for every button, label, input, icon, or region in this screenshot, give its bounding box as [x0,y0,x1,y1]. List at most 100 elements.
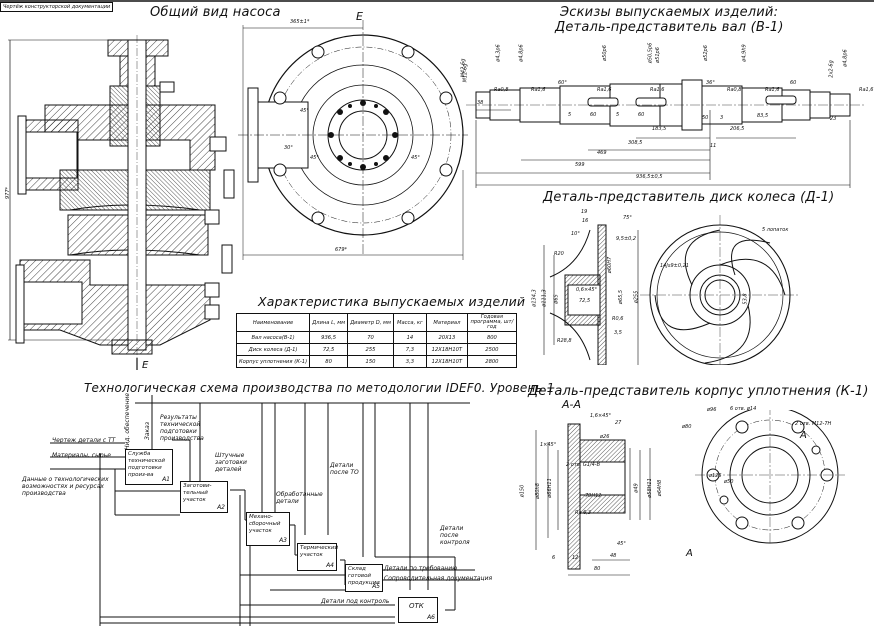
idef0-block-a3[interactable]: Механо-сборочный участок A3 [246,512,290,546]
disk-d134: ø134,3 [531,289,538,307]
idef0-block-a1[interactable]: Служба технической подготовки произ-ва A… [125,449,173,485]
housing-dim-6: 6 [552,555,556,561]
housing-79h12: 79H12 [585,493,602,499]
cell: 72,5 [309,343,349,356]
idef0-block-a2[interactable]: Заготови-тельный участок A2 [180,481,228,513]
cell: 150 [347,355,394,368]
housing-d49: ø49 [633,483,640,493]
control-support: Нид. обеспечение [124,392,131,450]
shaft-angle-36: 36° [706,80,715,86]
control-order: Заказ [144,421,151,440]
flow-docs: Сопроводительная документация [384,575,493,582]
cell: 255 [347,343,394,356]
housing-bolt-d80: ø80 [682,424,692,430]
pump-end-view [238,20,468,260]
shaft-diam-8: ø4,8p6 [842,49,849,67]
block-code: A1 [162,476,170,483]
roughness-1: Ra0,8 [494,87,509,93]
housing-ports: 2 отв. G1/4-B [566,462,601,468]
spec-table: Наименование Длина L, мм Диаметр D, мм М… [235,313,517,368]
shaft-dim-308: 308,5 [628,140,643,146]
cell: 12Х18Н10Т [425,343,468,356]
disk-dim-9-5: 9,5±0,2 [616,236,637,242]
col-length: Длина L, мм [309,313,349,332]
disk-dim-53: 53,8 [742,293,749,305]
col-program: Годовая программа, шт/год [466,313,517,332]
table-row: Корпус уплотнения (К-1) 80 150 3,3 12Х18… [235,355,517,368]
housing-chamfer-2: 1×45° [540,442,557,448]
housing-holes-2: 2 отв. M12-7H [795,421,832,427]
shaft-dim-60a: 60 [590,112,597,118]
shaft-diam-4: ø50,5p6 [647,42,654,64]
block-label: Термический участок [300,545,339,558]
shaft-dim-469: 469 [597,150,607,156]
cell: Вал насоса(В-1) [235,331,311,344]
flow-machined: Обработанные детали [276,491,323,505]
section-mark-top: E [356,10,363,23]
cell: 800 [466,331,517,344]
block-label: ОТК [409,602,424,610]
disk-dim-16: 16 [582,218,589,224]
shaft-dim-60c: 60 [790,80,797,86]
housing-dim-80: 80 [594,566,601,572]
roughness-4: Ra1,6 [650,87,665,93]
block-code: A2 [217,504,225,511]
flow-after-control: Детали после контроля [440,525,470,546]
idef0-title: Технологическая схема производства по ме… [84,381,555,395]
cell: 14 [392,331,427,344]
housing-d64: ø64H8 [657,479,664,497]
shaft-dim-599: 599 [575,162,585,168]
cell: Диск колеса (Д-1) [235,343,311,356]
cell: 3,3 [392,355,427,368]
idef0-block-a4[interactable]: Термический участок A4 [297,543,339,571]
shaft-dim-183: 183,5 [652,126,667,132]
housing-d26: ø26 [600,434,610,440]
housing-d125: ø125 [709,473,722,479]
idef0-block-a5[interactable]: Склад готовой продукции A5 [345,564,383,592]
spec-table-header: Наименование Длина L, мм Диаметр D, мм М… [235,313,517,332]
block-label: Заготови-тельный участок [183,483,212,503]
roughness-7: Ra1,6 [859,87,874,93]
section-mark-bottom: E [142,360,149,371]
shaft-dim-5a: 5 [568,112,572,118]
cell: 12Х18Н10Т [425,355,468,368]
block-code: A5 [372,583,380,590]
housing-bolt-d96: ø96 [707,407,717,413]
shaft-diam-7: ø4,9h9 [741,44,748,62]
roughness-2: Ra1,6 [531,87,546,93]
disk-drawing [543,215,800,365]
pump-section-drawing [8,35,235,370]
disk-d65: ø65 [553,294,560,304]
housing-d58: ø58H11 [646,478,653,498]
table-row: Диск колеса (Д-1) 72,5 255 7,3 12Х18Н10Т… [235,343,517,356]
disk-dim-19: 19 [581,209,588,215]
cell: 936,5 [309,331,349,344]
flow-on-demand: Детали по требованию [384,565,458,572]
block-label: Склад готовой продукции [348,566,380,586]
shaft-thread: M42-6g [460,58,467,78]
block-code: A6 [427,614,435,621]
housing-dim-27: 27 [615,420,622,426]
block-label: Служба технической подготовки произ-ва [128,451,165,478]
housing-d80h8: ø80h8 [534,483,541,499]
idef0-block-a6[interactable]: ОТК A6 [398,597,438,623]
shaft-chamfer: 2x2-6g [828,60,835,78]
shaft-angle-60: 60° [558,80,567,86]
block-code: A4 [326,562,334,569]
disk-r20: R20 [554,251,564,257]
housing-view-mark-bottom: А [686,548,693,559]
housing-chamfer-1: 1,6×45° [590,413,612,419]
block-label: Механо-сборочный участок [249,514,281,534]
disk-title: Деталь-представитель диск колеса (Д-1) [543,190,835,205]
disk-d255: ø255 [633,290,640,304]
shaft-diam-2: ø4,8p6 [518,44,525,62]
housing-dim-12: 12 [572,555,579,561]
shaft-title: Деталь-представитель вал (В-1) [555,20,784,35]
shaft-dim-83: 83,5 [757,113,769,119]
housing-holes-6: 6 отв. ø14 [730,406,757,412]
angle-1: 45° [300,108,309,114]
housing-d66: ø66H11 [546,478,553,498]
disk-chamfer: 0,6×45° [576,287,598,293]
housing-drawing [535,410,845,576]
disk-r28: R28,8 [557,338,572,344]
